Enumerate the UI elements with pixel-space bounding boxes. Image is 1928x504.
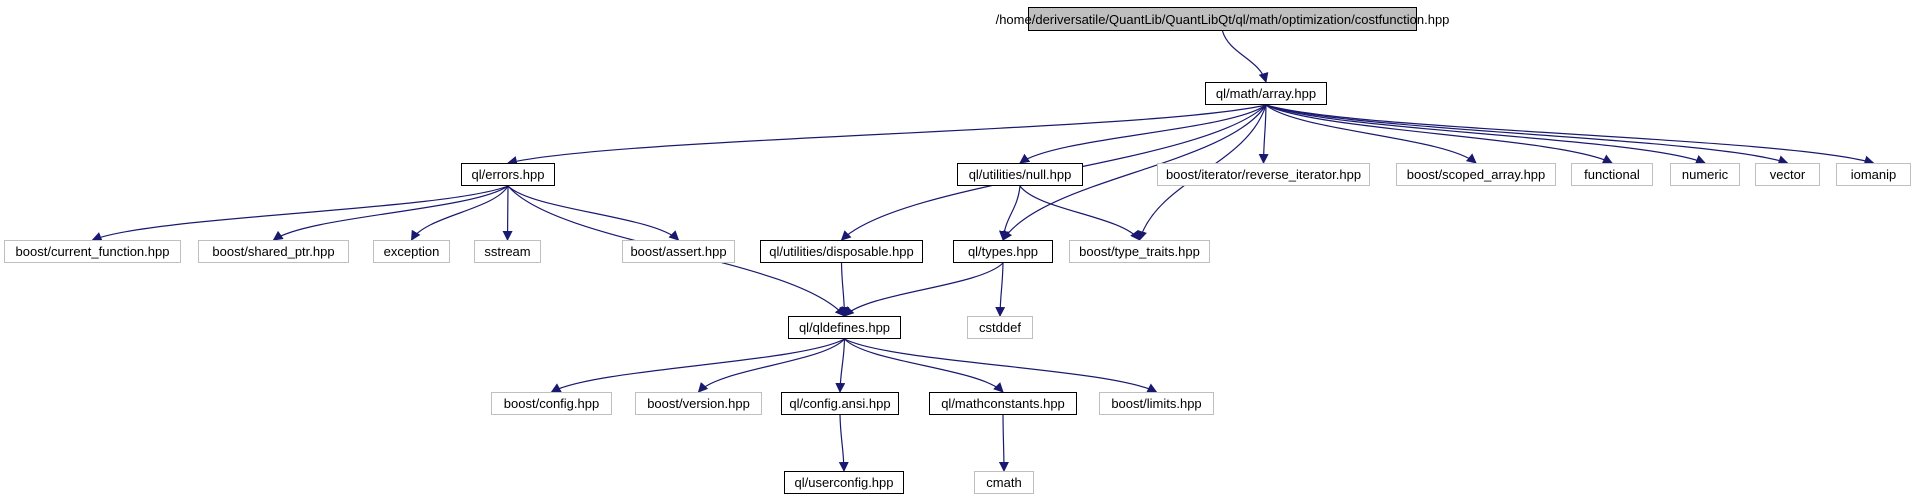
node-boost-version-hpp: boost/version.hpp <box>635 392 762 415</box>
edge-config_ansi-to-userconfig <box>838 414 849 472</box>
node-config-ansi-hpp[interactable]: ql/config.ansi.hpp <box>781 392 899 415</box>
node-boost-limits-hpp: boost/limits.hpp <box>1099 392 1214 415</box>
edge-array-to-scoped_array <box>1265 104 1477 164</box>
edge-qldefines-to-mathconstants <box>844 338 1004 393</box>
node-userconfig-hpp[interactable]: ql/userconfig.hpp <box>784 471 904 494</box>
node-numeric: numeric <box>1670 163 1740 186</box>
node-iomanip: iomanip <box>1836 163 1911 186</box>
edge-mathconstants-to-cmath <box>998 414 1009 472</box>
edge-costfunction-to-array <box>1221 30 1269 83</box>
node-null-hpp[interactable]: ql/utilities/null.hpp <box>957 163 1083 186</box>
node-array-hpp[interactable]: ql/math/array.hpp <box>1205 82 1327 105</box>
edge-disposable-to-qldefines <box>839 262 850 317</box>
edge-array-to-numeric <box>1265 104 1706 165</box>
node-mathconstants-hpp[interactable]: ql/mathconstants.hpp <box>929 392 1077 415</box>
edge-array-to-functional <box>1265 104 1613 164</box>
edge-array-to-reverse_iterator <box>1258 104 1269 164</box>
node-boost-current-function-hpp: boost/current_function.hpp <box>4 240 181 263</box>
edge-qldefines-to-limits <box>844 338 1158 393</box>
node-qldefines-hpp[interactable]: ql/qldefines.hpp <box>788 316 901 339</box>
node-boost-type-traits-hpp: boost/type_traits.hpp <box>1069 240 1210 263</box>
edge-qldefines-to-config <box>550 338 845 393</box>
edge-errors-to-exception <box>410 185 509 241</box>
node-sstream: sstream <box>474 240 541 263</box>
edge-null-to-types <box>998 185 1021 241</box>
edge-array-to-null <box>1019 104 1267 164</box>
node-boost-scoped-array-hpp: boost/scoped_array.hpp <box>1396 163 1556 186</box>
edge-errors-to-current_function <box>91 185 509 242</box>
node-boost-shared-ptr-hpp: boost/shared_ptr.hpp <box>198 240 349 263</box>
node-boost-assert-hpp: boost/assert.hpp <box>622 240 735 263</box>
node-boost-config-hpp: boost/config.hpp <box>491 392 612 415</box>
edge-types-to-qldefines <box>843 262 1004 317</box>
edge-errors-to-shared_ptr <box>272 185 509 241</box>
node-vector: vector <box>1755 163 1820 186</box>
node-errors-hpp[interactable]: ql/errors.hpp <box>461 163 555 186</box>
node-boost-reverse-iterator-hpp: boost/iterator/reverse_iterator.hpp <box>1157 163 1370 186</box>
node-costfunction-hpp: /home/deriversatile/QuantLib/QuantLibQt/… <box>996 7 1449 31</box>
node-cmath: cmath <box>974 471 1034 494</box>
node-types-hpp[interactable]: ql/types.hpp <box>953 240 1053 263</box>
node-disposable-hpp[interactable]: ql/utilities/disposable.hpp <box>760 240 923 263</box>
node-functional: functional <box>1571 163 1653 186</box>
edge-array-to-iomanip <box>1265 104 1875 166</box>
edge-array-to-types <box>1002 104 1267 241</box>
edge-array-to-vector <box>1265 104 1789 165</box>
edge-errors-to-assert <box>507 185 680 241</box>
edge-null-to-type_traits <box>1019 185 1141 241</box>
edge-types-to-cstddef <box>995 262 1006 317</box>
edge-qldefines-to-config_ansi <box>835 338 846 393</box>
edge-array-to-errors <box>507 104 1267 166</box>
edge-errors-to-sstream <box>502 185 513 241</box>
node-cstddef: cstddef <box>967 316 1033 339</box>
node-exception: exception <box>373 240 450 263</box>
edge-qldefines-to-version <box>697 338 845 393</box>
